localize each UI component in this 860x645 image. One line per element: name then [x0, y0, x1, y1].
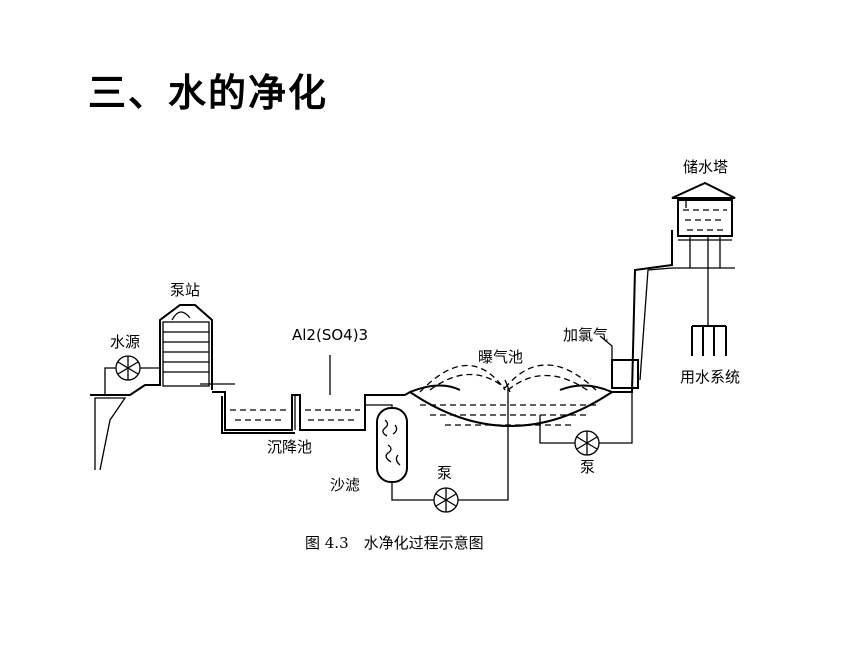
- page-title: 三、水的净化: [88, 71, 329, 115]
- label-sedimentation: 沉降池: [267, 438, 312, 456]
- label-sand-filter: 沙滤: [330, 476, 360, 494]
- pump1-icon: [433, 487, 459, 513]
- pump2-icon: [574, 430, 600, 456]
- figure-caption: 图 4.3 水净化过程示意图: [305, 534, 484, 552]
- label-pump1: 泵: [437, 464, 452, 482]
- label-pump2: 泵: [580, 458, 595, 476]
- river-slope: [94, 397, 127, 471]
- hill-profile: [612, 230, 673, 393]
- station-outlet-pipe: [200, 383, 235, 393]
- sedimentation-tanks: [212, 391, 405, 434]
- label-coagulant: Al2(SO4)3: [292, 326, 368, 344]
- aeration-basin: [404, 364, 613, 427]
- tower-riser-pipe: [639, 267, 673, 381]
- pump-station: [159, 304, 213, 390]
- distribution-pipes: [691, 236, 727, 356]
- label-aeration: 曝气池: [478, 348, 523, 366]
- sand-filter: [376, 407, 408, 483]
- label-water-source: 水源: [110, 333, 140, 351]
- chlorinator: [599, 335, 639, 389]
- label-pump-station: 泵站: [170, 281, 200, 299]
- label-distribution: 用水系统: [680, 368, 740, 386]
- label-chlorine: 加氯气: [563, 326, 608, 344]
- water-tower: [671, 181, 736, 268]
- intake-pipe: [104, 367, 160, 395]
- label-water-tower: 储水塔: [683, 158, 728, 176]
- source-pump-icon: [115, 355, 141, 381]
- filter-pipe: [365, 404, 434, 501]
- pump2-pipes: [539, 380, 633, 444]
